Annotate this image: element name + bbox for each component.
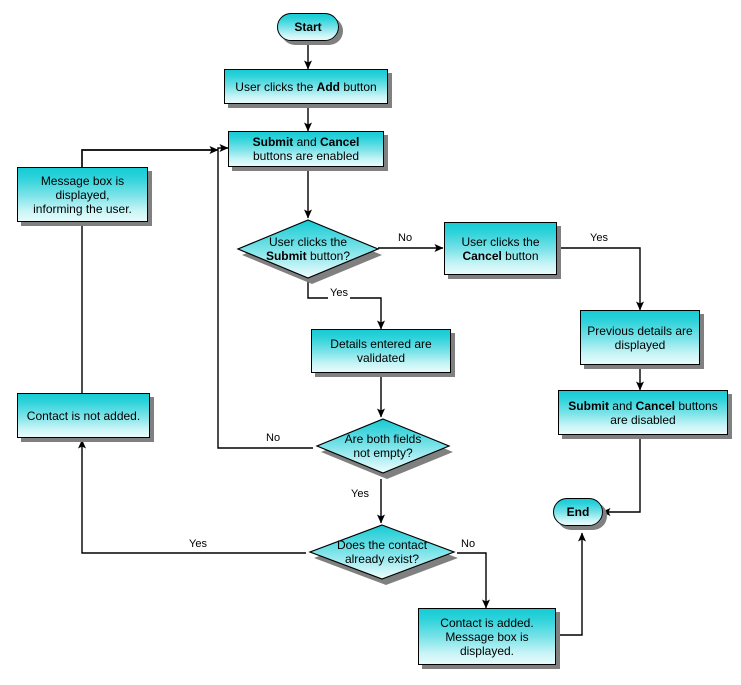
added-line2: Message box is: [445, 629, 529, 644]
node-buttons-disabled-label: Submit and Cancel buttons are disabled: [559, 399, 727, 427]
disabled-bold-submit: Submit: [568, 398, 609, 413]
node-buttons-enabled[interactable]: Submit and Cancel buttons are enabled: [228, 131, 384, 167]
disabled-mid: and: [608, 398, 636, 413]
fieldsq-line1: Are both fields: [344, 432, 422, 446]
diamond-shape-exists: [308, 524, 458, 585]
node-decision-exists-label: Does the contact already exist?: [306, 538, 458, 566]
node-decision-submit-clicked[interactable]: User clicks the Submit button?: [234, 218, 382, 284]
existsq-line2: already exist?: [344, 552, 420, 566]
add-text-pre: User clicks the: [235, 79, 317, 94]
disabled-line2: are disabled: [610, 412, 676, 427]
node-end-label: End: [566, 505, 590, 519]
node-previous-details-displayed[interactable]: Previous details are displayed: [580, 310, 700, 365]
node-start-label: Start: [294, 20, 322, 34]
node-contact-not-added[interactable]: Contact is not added.: [17, 393, 150, 438]
diamond-shape-submit: [236, 219, 382, 284]
node-end[interactable]: End: [553, 498, 603, 526]
enabled-mid: and: [293, 135, 320, 149]
submitq-bold: Submit: [265, 249, 307, 263]
edge-label-fields-yes: Yes: [349, 488, 371, 500]
edge-label-exists-yes: Yes: [187, 538, 209, 550]
validated-line2: validated: [356, 351, 406, 365]
node-decision-fields-not-empty[interactable]: Are both fields not empty?: [313, 417, 453, 479]
added-line3: displayed.: [459, 643, 515, 658]
node-buttons-enabled-label: Submit and Cancel buttons are enabled: [229, 135, 383, 163]
validated-line1: Details entered are: [330, 337, 432, 351]
msgbox-line3: informing the user.: [33, 201, 132, 216]
node-user-clicks-cancel[interactable]: User clicks the Cancel button: [444, 222, 557, 275]
cancel-post: button: [501, 248, 539, 263]
add-text-post: button: [339, 79, 377, 94]
existsq-line1: Does the contact: [336, 538, 428, 552]
node-previous-details-label: Previous details are displayed: [581, 324, 699, 352]
prev-line1: Previous details are: [587, 323, 693, 338]
enabled-bold-cancel: Cancel: [320, 135, 360, 149]
add-text-bold: Add: [316, 79, 340, 94]
node-message-box-displayed[interactable]: Message box is displayed, informing the …: [17, 167, 148, 222]
enabled-line2: buttons are enabled: [252, 149, 360, 163]
node-decision-contact-exists[interactable]: Does the contact already exist?: [306, 523, 458, 585]
node-contact-added-label: Contact is added. Message box is display…: [419, 616, 555, 658]
node-user-clicks-add[interactable]: User clicks the Add button: [224, 69, 388, 104]
disabled-bold-cancel: Cancel: [635, 398, 676, 413]
node-decision-submit-label: User clicks the Submit button?: [234, 235, 382, 263]
node-contact-not-added-label: Contact is not added.: [26, 408, 141, 423]
node-buttons-disabled[interactable]: Submit and Cancel buttons are disabled: [558, 390, 728, 435]
cancel-bold: Cancel: [462, 248, 502, 263]
node-details-validated-label: Details entered are validated: [312, 337, 450, 365]
node-message-box-displayed-label: Message box is displayed, informing the …: [18, 174, 147, 216]
fieldsq-line2: not empty?: [353, 446, 413, 460]
prev-line2: displayed: [614, 337, 666, 352]
msgbox-line2: displayed,: [55, 187, 110, 202]
cancel-line1: User clicks the: [461, 234, 540, 249]
node-decision-fields-label: Are both fields not empty?: [313, 432, 453, 460]
submitq-post: button?: [306, 249, 351, 263]
enabled-bold-submit: Submit: [252, 135, 294, 149]
diamond-shape-fields: [315, 418, 453, 479]
node-contact-added[interactable]: Contact is added. Message box is display…: [418, 608, 556, 665]
edge-label-submit-yes: Yes: [328, 287, 350, 299]
edge-label-exists-no: No: [459, 538, 478, 550]
node-user-clicks-add-label: User clicks the Add button: [225, 80, 387, 94]
edge-label-fields-no: No: [264, 432, 283, 444]
node-start[interactable]: Start: [277, 13, 339, 41]
msgbox-line1: Message box is: [40, 173, 125, 188]
added-line1: Contact is added.: [440, 615, 534, 630]
node-details-validated[interactable]: Details entered are validated: [311, 329, 451, 373]
node-user-clicks-cancel-label: User clicks the Cancel button: [445, 235, 556, 263]
edge-label-cancel-yes: Yes: [588, 232, 610, 244]
disabled-post: buttons: [675, 398, 718, 413]
edge-label-submit-no: No: [396, 232, 415, 244]
submitq-line1: User clicks the: [268, 235, 348, 249]
